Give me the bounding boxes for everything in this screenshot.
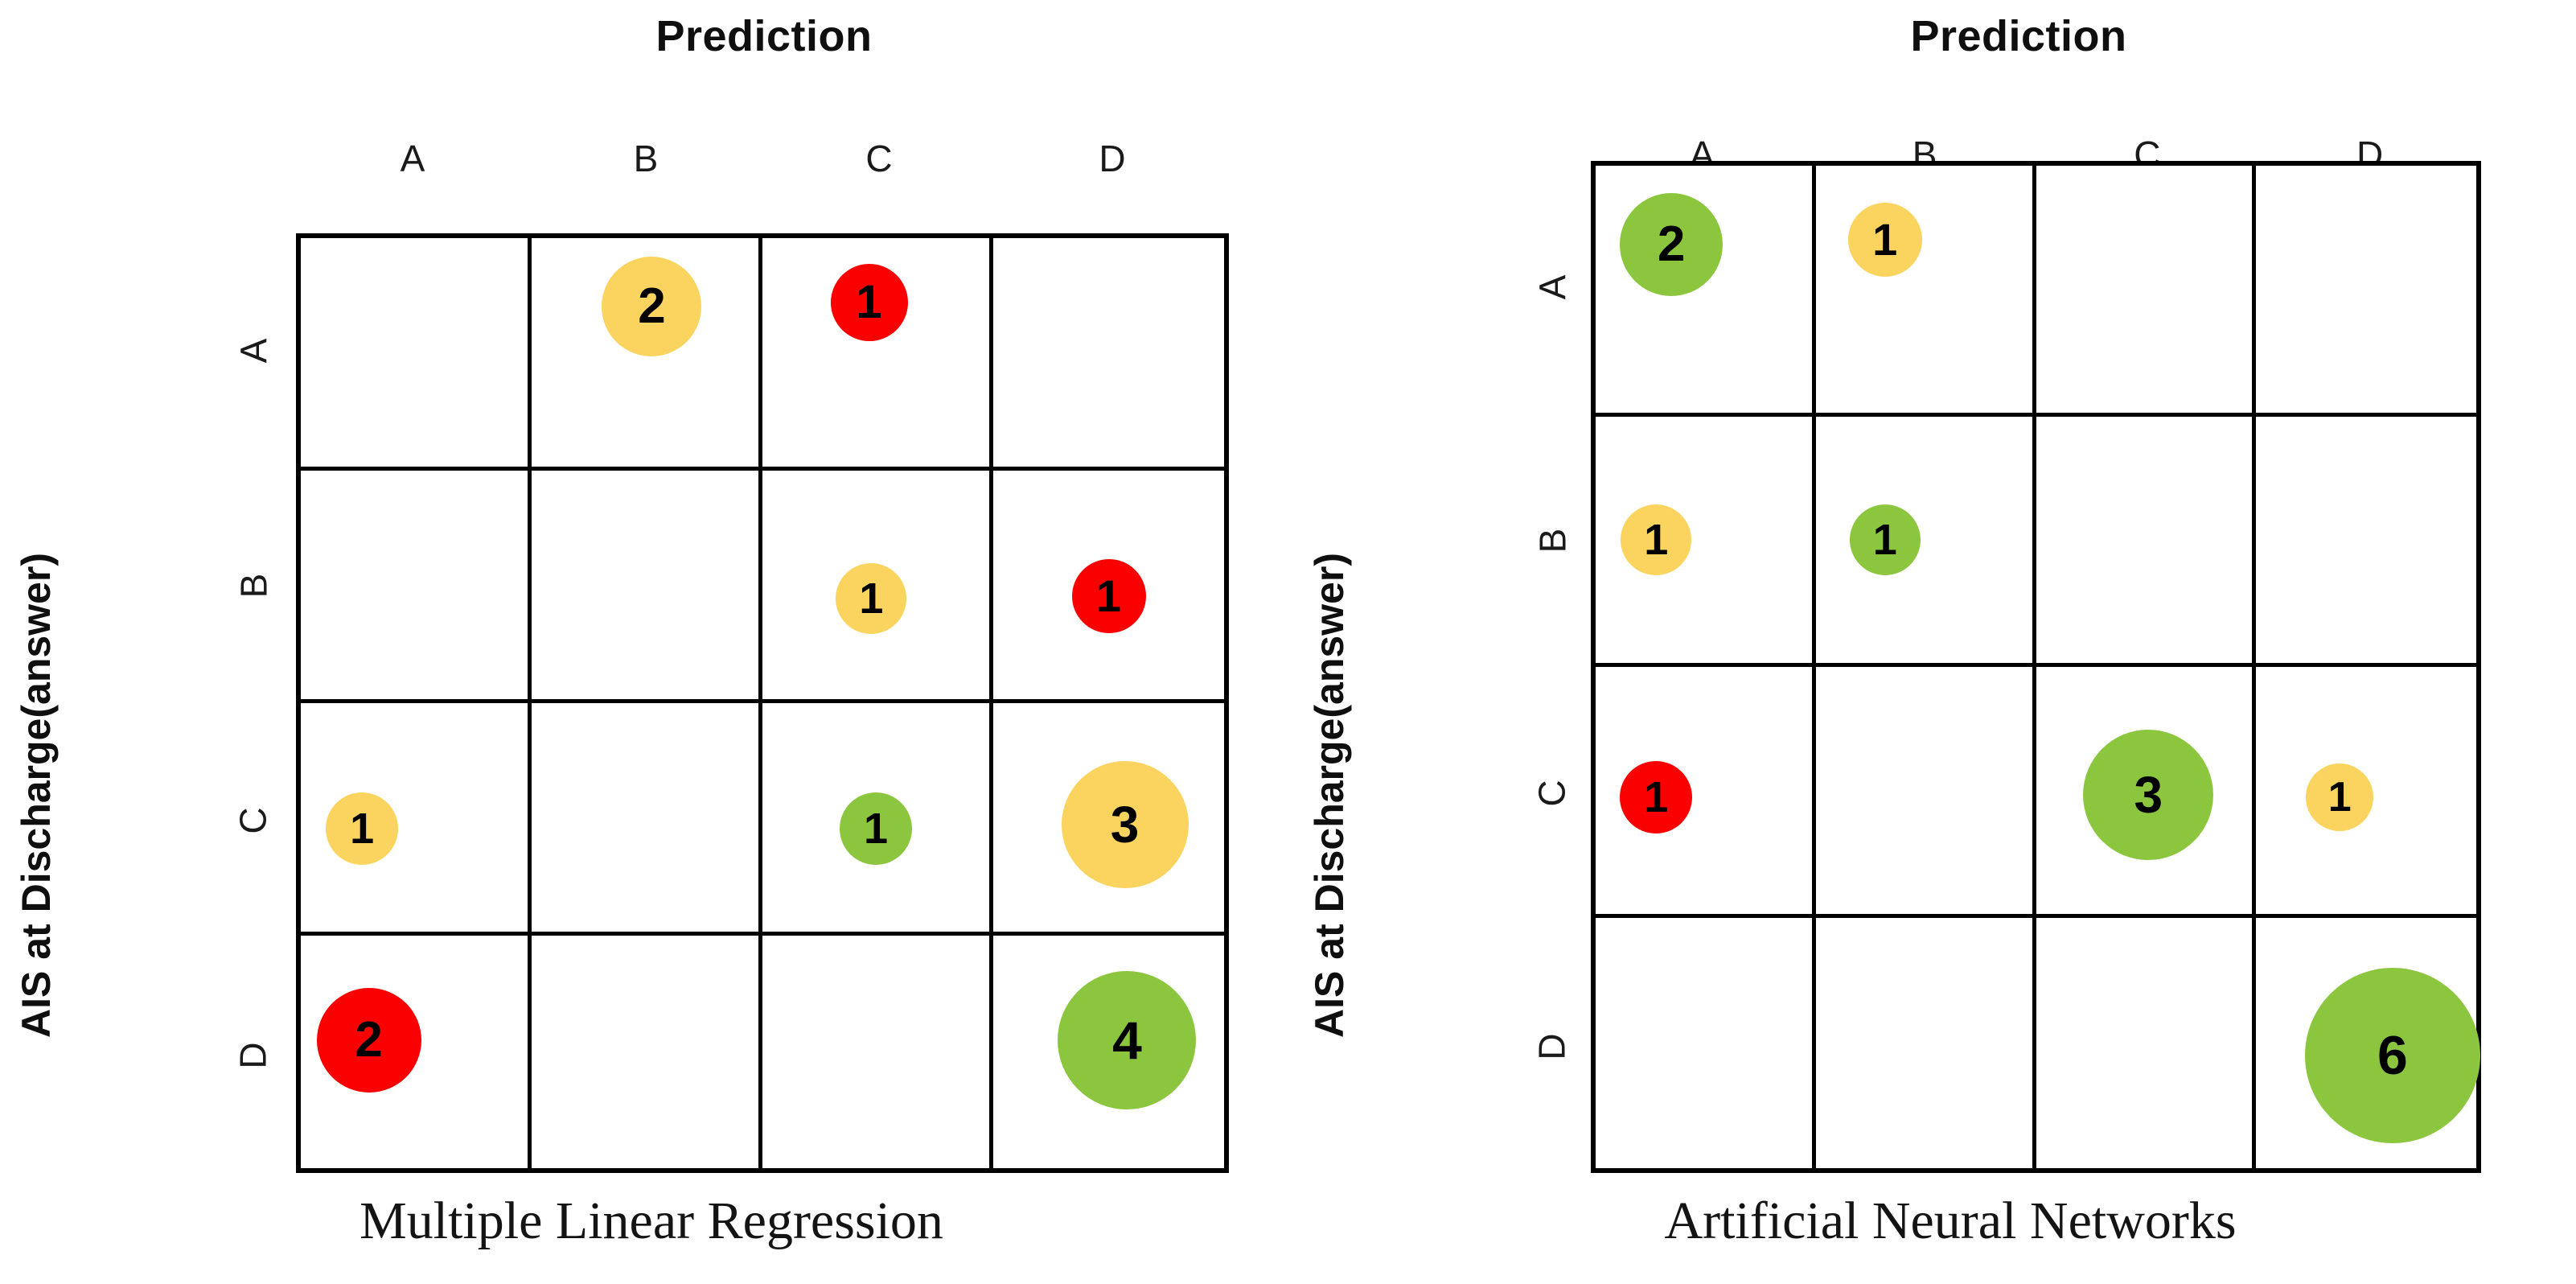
count-bubble: 3 — [2083, 730, 2214, 861]
matrix-cell-DB — [1816, 917, 2036, 1168]
count-bubble: 6 — [2304, 967, 2480, 1143]
prediction-axis-title: Prediction — [655, 12, 873, 60]
count-bubble: 1 — [1620, 761, 1693, 834]
count-bubble: 3 — [1061, 760, 1189, 888]
matrix-cell-BC: 1 — [762, 471, 993, 703]
count-bubble: 2 — [602, 257, 702, 357]
matrix-cell-BD: 1 — [993, 471, 1224, 703]
row-header-a-label: A — [232, 338, 274, 364]
matrix-cell-CB — [1815, 667, 2036, 918]
column-header-b: B — [633, 138, 659, 179]
matrix-cell-BB: 1 — [1815, 416, 2036, 667]
count-bubble: 1 — [1071, 559, 1146, 634]
matrix-cell-DA: 2 — [301, 936, 532, 1168]
column-header-c: C — [865, 138, 893, 179]
row-header-c-label: C — [1530, 780, 1573, 807]
panel-caption: Multiple Linear Regression — [359, 1191, 943, 1250]
count-bubble: 4 — [1058, 971, 1197, 1110]
row-header-column: A B C D — [221, 233, 286, 1173]
matrix-cell-BA — [301, 471, 532, 703]
matrix-cell-DD: 6 — [2256, 918, 2480, 1169]
matrix-cell-AC: 1 — [762, 238, 993, 471]
matrix-cell-CA: 1 — [301, 703, 532, 936]
row-header-d: D — [1520, 920, 1584, 1174]
column-header-row: A B C D — [296, 137, 1229, 180]
row-header-c: C — [1520, 667, 1584, 920]
count-bubble: 1 — [830, 263, 908, 341]
ais-discharge-axis-title: AIS at Discharge(answer) — [14, 553, 59, 1038]
column-header-d: D — [1099, 138, 1126, 179]
matrix-cell-CD: 1 — [2256, 667, 2476, 918]
confusion-matrix-grid: 2 1 1 1 1 1 3 2 4 — [296, 233, 1229, 1173]
panel-caption: Artificial Neural Networks — [1664, 1191, 2237, 1250]
matrix-cell-AC — [2036, 166, 2257, 417]
row-header-a: A — [1520, 161, 1584, 414]
row-header-d-label: D — [232, 1042, 274, 1069]
count-bubble: 1 — [840, 792, 912, 866]
row-header-column: A B C D — [1520, 161, 1584, 1173]
column-header-a: A — [400, 138, 425, 179]
row-header-d-label: D — [1530, 1033, 1573, 1060]
count-bubble: 2 — [316, 988, 421, 1093]
matrix-cell-CC: 1 — [762, 703, 993, 936]
matrix-cell-AB: 2 — [532, 238, 762, 471]
count-bubble: 1 — [2306, 763, 2374, 832]
row-header-b-label: B — [232, 573, 274, 599]
matrix-cell-AA — [301, 238, 532, 471]
count-bubble: 1 — [1849, 504, 1921, 575]
matrix-cell-DC — [2036, 917, 2257, 1168]
row-header-a-label: A — [1531, 274, 1573, 300]
row-header-a: A — [221, 233, 286, 468]
count-bubble: 2 — [1620, 193, 1723, 297]
prediction-axis-title: Prediction — [1910, 12, 2127, 60]
count-bubble: 1 — [1847, 202, 1922, 277]
matrix-cell-CA: 1 — [1596, 667, 1816, 918]
matrix-cell-DC — [762, 936, 993, 1168]
matrix-cell-DD: 4 — [993, 936, 1224, 1168]
count-bubble: 1 — [326, 792, 399, 866]
row-header-c: C — [221, 703, 286, 938]
row-header-b-label: B — [1531, 528, 1573, 554]
matrix-cell-CD: 3 — [993, 703, 1224, 936]
panel-multiple-linear-regression: Prediction A B C D AIS at Discharge(answ… — [0, 0, 1287, 1284]
matrix-cell-AD — [993, 238, 1224, 471]
matrix-cell-BB — [532, 471, 762, 703]
row-header-c-label: C — [232, 807, 274, 834]
matrix-cell-BD — [2256, 417, 2476, 667]
matrix-cell-AB: 1 — [1815, 166, 2036, 417]
matrix-cell-DA — [1596, 917, 1816, 1168]
matrix-cell-CB — [532, 703, 762, 936]
matrix-cell-BA: 1 — [1596, 416, 1816, 667]
confusion-matrix-grid: 2 1 1 1 1 3 1 6 — [1591, 161, 2481, 1173]
count-bubble: 1 — [1621, 504, 1692, 575]
matrix-cell-CC: 3 — [2036, 667, 2257, 918]
matrix-cell-BC — [2036, 416, 2257, 667]
matrix-cell-DB — [532, 936, 762, 1168]
ais-discharge-axis-title: AIS at Discharge(answer) — [1307, 553, 1352, 1038]
matrix-cell-AD — [2256, 166, 2476, 417]
panel-artificial-neural-networks: Prediction A B C D AIS at Discharge(answ… — [1287, 0, 2576, 1284]
row-header-d: D — [221, 938, 286, 1173]
matrix-cell-AA: 2 — [1596, 166, 1816, 417]
row-header-b: B — [221, 468, 286, 703]
row-header-b: B — [1520, 414, 1584, 668]
count-bubble: 1 — [836, 563, 907, 635]
